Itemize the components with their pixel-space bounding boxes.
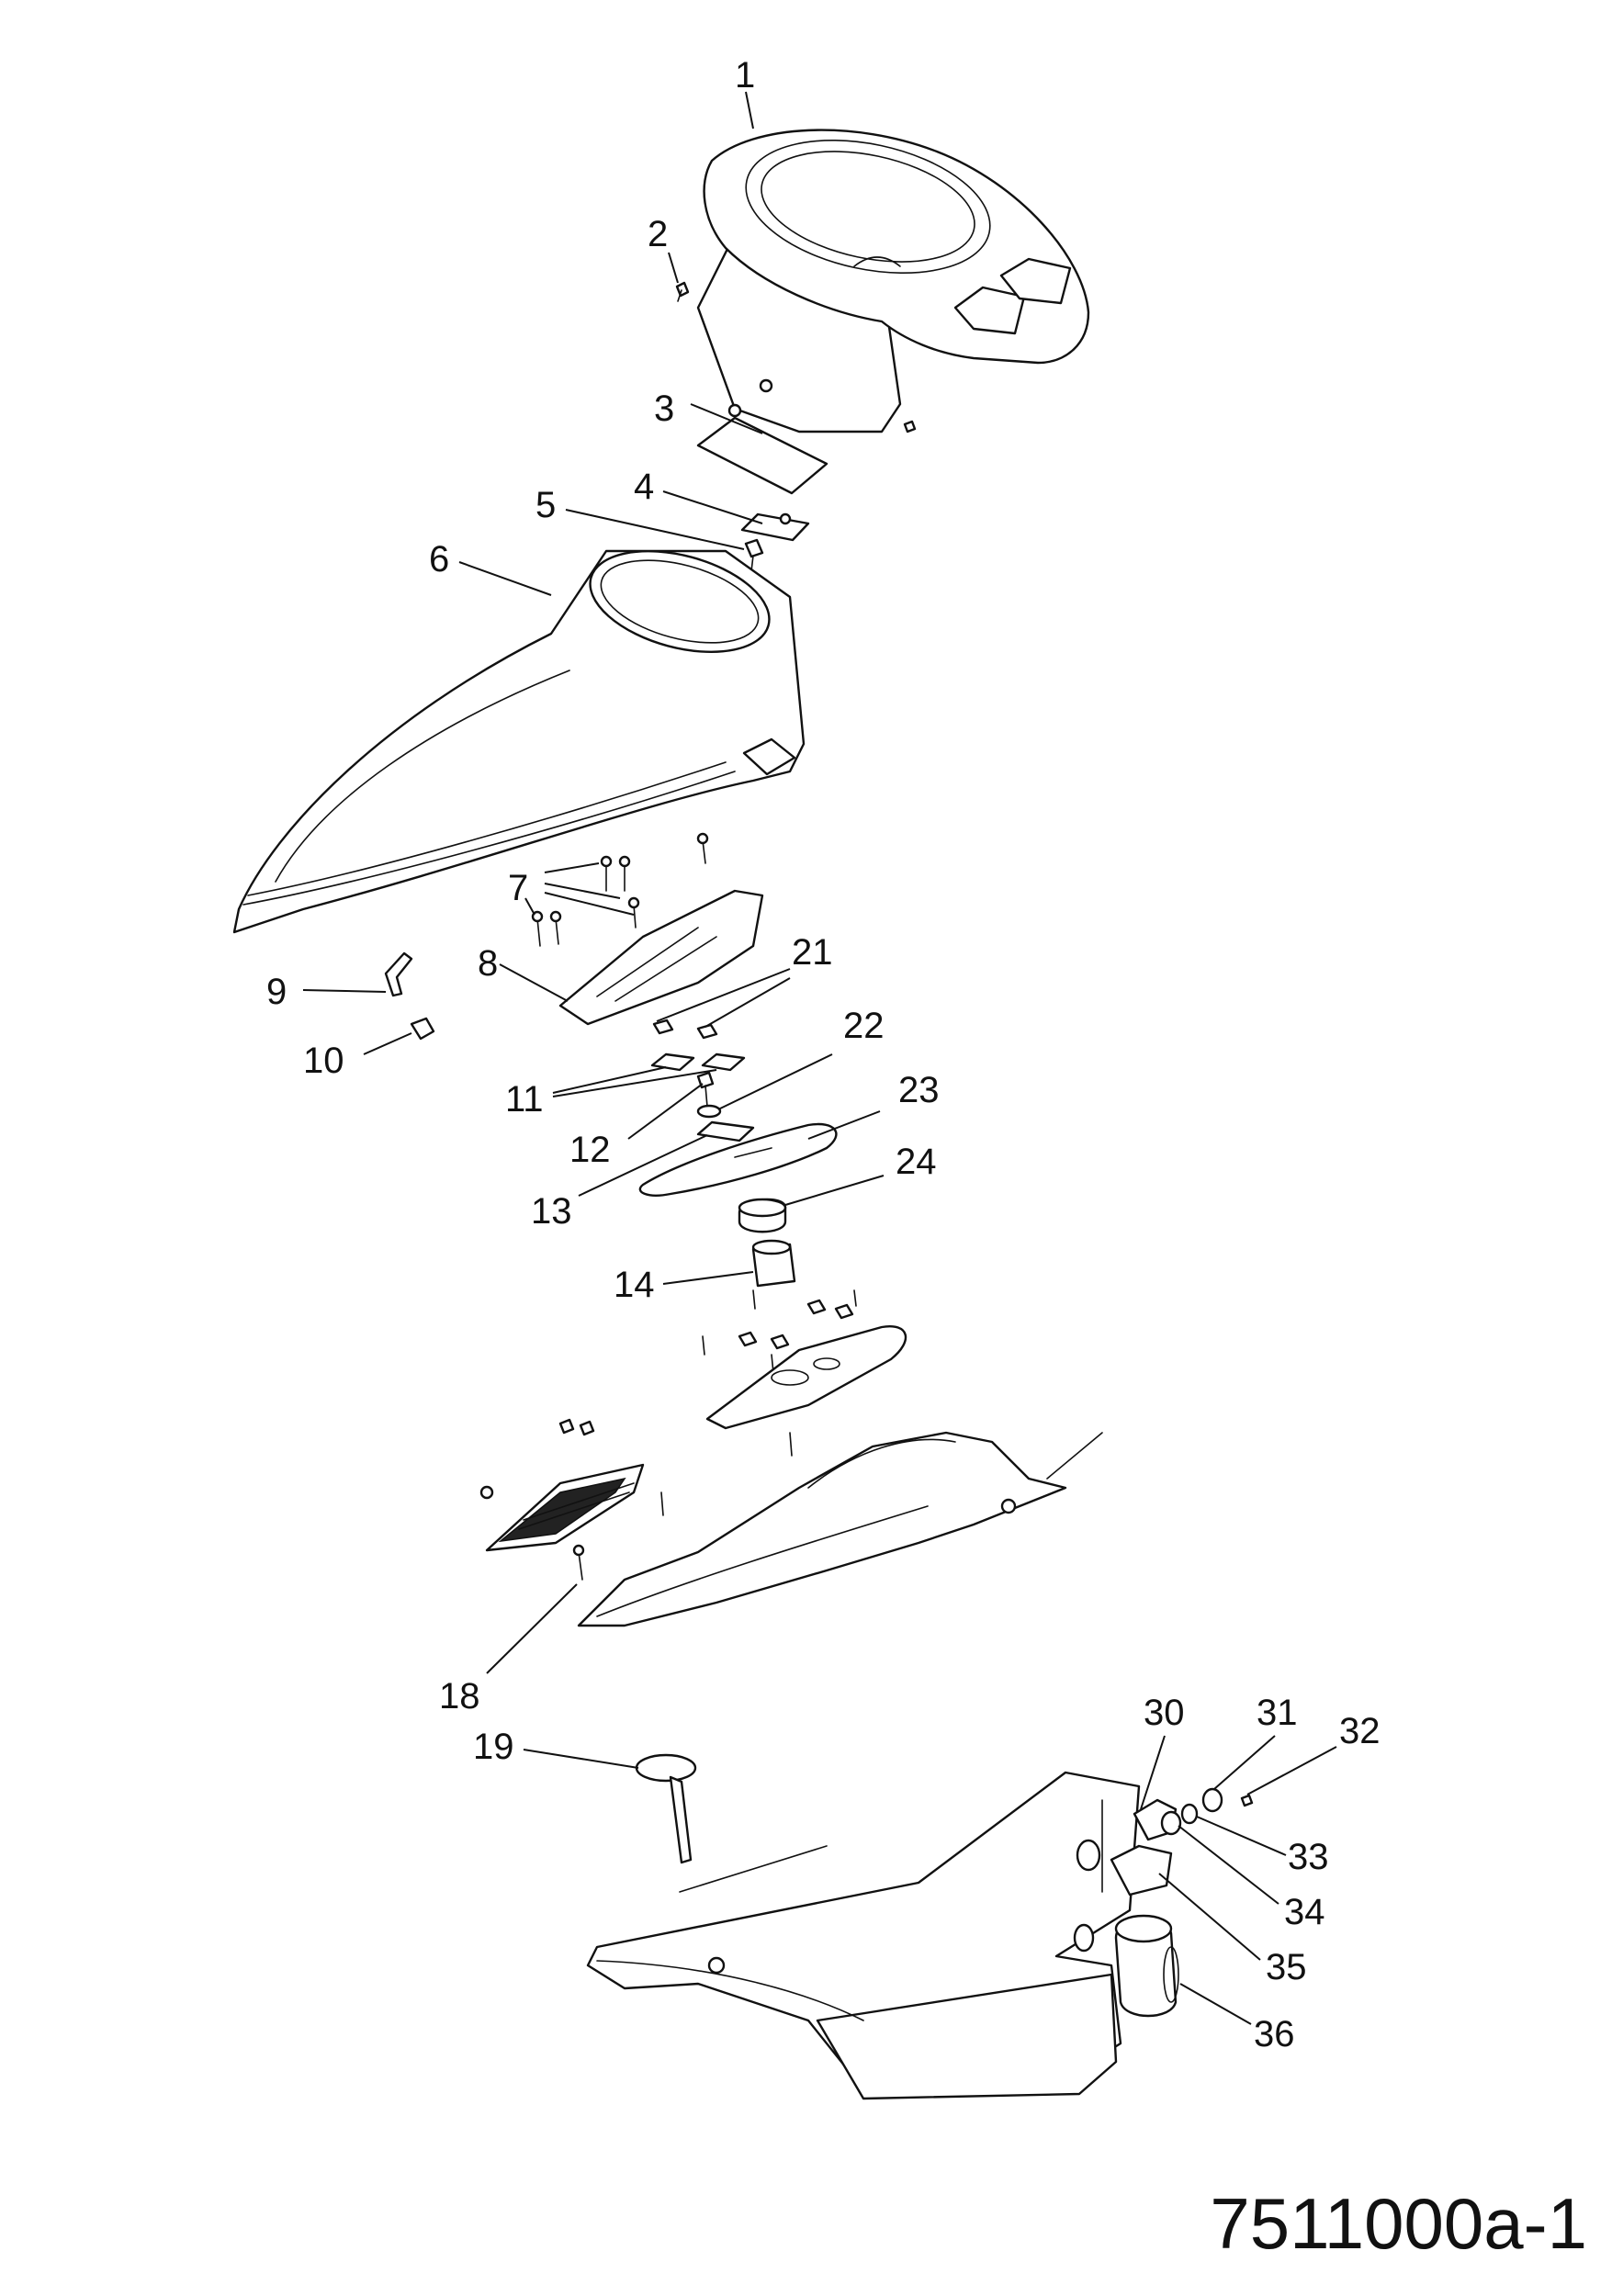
- part-33-washer: [1180, 1803, 1199, 1825]
- callout-2: 2: [648, 214, 668, 254]
- callout-1: 1: [735, 55, 755, 96]
- part-4-bracket: [740, 512, 810, 542]
- part-36-sleeve: [1114, 1914, 1179, 2018]
- callout-8: 8: [478, 943, 498, 984]
- part-22-spacer: [696, 1104, 722, 1119]
- part-10-clip: [410, 1017, 435, 1041]
- part-2-screw: [675, 281, 690, 302]
- callout-30: 30: [1144, 1693, 1185, 1733]
- grate: [479, 1418, 645, 1552]
- lower-guide-housing: [577, 1431, 1103, 1627]
- hopper-fasteners: [727, 378, 917, 433]
- document-id: 7511000a-1: [1210, 2183, 1587, 2264]
- callout-labels: 1 2 3 4 5 6 7 8 9 10 11 12 13 14 18 19 2…: [266, 55, 1381, 2054]
- part-24-bushing: [738, 1198, 787, 1233]
- part-5-bolt: [744, 538, 764, 572]
- callout-5: 5: [535, 485, 556, 525]
- callout-21: 21: [792, 932, 833, 973]
- part-7-screws: [531, 832, 709, 947]
- callout-6: 6: [429, 539, 449, 580]
- callout-33: 33: [1288, 1837, 1329, 1877]
- part-11-washers: [650, 1052, 746, 1072]
- callout-31: 31: [1257, 1693, 1298, 1733]
- part-14-sleeve: [751, 1239, 796, 1288]
- callout-3: 3: [654, 388, 674, 429]
- lower-housing: [586, 1771, 1141, 2100]
- callout-13: 13: [531, 1191, 572, 1232]
- mounting-plate-bolts: [702, 1289, 857, 1374]
- callout-12: 12: [569, 1130, 611, 1170]
- part-1-hopper-top: [696, 129, 1090, 433]
- part-32-screw: [1240, 1794, 1254, 1807]
- part-12-screw: [696, 1071, 715, 1108]
- callout-24: 24: [896, 1142, 937, 1182]
- callout-22: 22: [843, 1006, 885, 1046]
- part-18-screw: [572, 1544, 585, 1581]
- mounting-plate: [705, 1325, 907, 1430]
- callout-18: 18: [439, 1676, 480, 1716]
- callout-7: 7: [508, 868, 528, 908]
- part-19-knob: [635, 1753, 697, 1864]
- part-34-bearing: [1160, 1810, 1182, 1836]
- part-31-ring: [1201, 1787, 1223, 1813]
- callout-10: 10: [303, 1041, 344, 1081]
- part-23-plate: [638, 1122, 838, 1197]
- part-35-housing: [1110, 1844, 1173, 1896]
- part-9-lever: [384, 951, 413, 997]
- callout-19: 19: [473, 1727, 514, 1767]
- callout-34: 34: [1284, 1892, 1325, 1932]
- part-21-bolts: [652, 1019, 718, 1040]
- callout-32: 32: [1339, 1711, 1381, 1751]
- part-3-plate: [696, 416, 828, 495]
- callout-11: 11: [505, 1079, 544, 1120]
- callout-23: 23: [898, 1070, 940, 1110]
- callout-4: 4: [634, 467, 654, 507]
- callout-35: 35: [1266, 1947, 1307, 1987]
- part-8-deflector: [558, 889, 764, 1026]
- callout-9: 9: [266, 972, 287, 1012]
- part-6-chute: [232, 549, 806, 934]
- part-13-clamp: [696, 1120, 755, 1142]
- callout-14: 14: [614, 1265, 655, 1305]
- leader-lines: [302, 91, 1337, 2025]
- callout-36: 36: [1254, 2014, 1295, 2054]
